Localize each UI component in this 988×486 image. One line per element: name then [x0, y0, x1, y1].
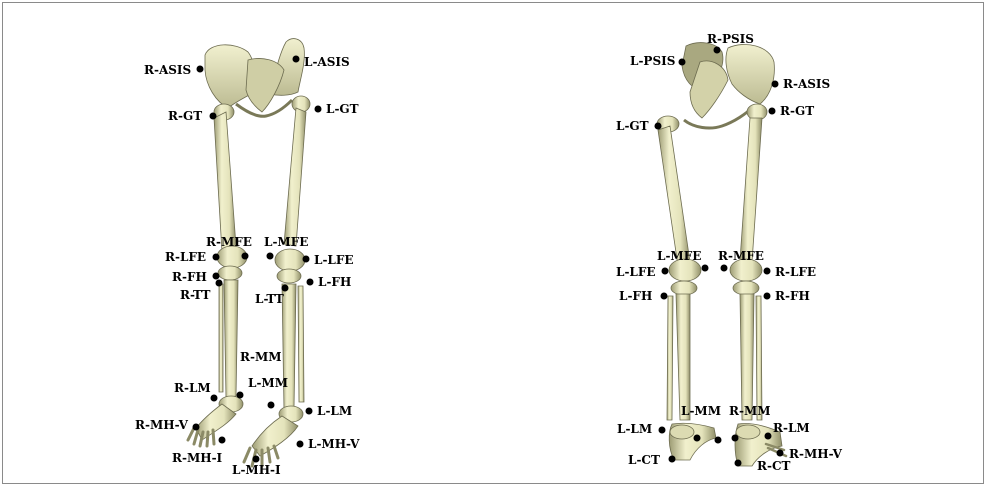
marker-l-mfe	[267, 253, 274, 260]
label-l-lfe-posterior: L-LFE	[616, 265, 656, 279]
label-l-ct-posterior: L-CT	[628, 453, 660, 467]
label-l-mfe: L-MFE	[264, 235, 308, 249]
posterior-right-tibia	[740, 294, 754, 420]
marker-l-mfe-posterior	[702, 265, 709, 272]
posterior-left-fibula	[667, 296, 673, 420]
label-r-psis: R-PSIS	[707, 32, 754, 46]
marker-r-lfe-posterior	[764, 268, 771, 275]
marker-l-mh-i	[253, 456, 260, 463]
marker-l-lm	[306, 408, 313, 415]
label-l-mh-v: L-MH-V	[308, 437, 359, 451]
marker-l-mm	[268, 402, 275, 409]
marker-l-fh-posterior	[661, 293, 668, 300]
marker-l-psis	[679, 59, 686, 66]
anterior-right-fibula	[219, 284, 223, 392]
anterior-left-tibia	[282, 284, 296, 410]
anterior-left-fibula	[298, 286, 304, 402]
label-l-mfe-posterior: L-MFE	[657, 249, 701, 263]
marker-r-ct-posterior	[735, 460, 742, 467]
marker-r-fh	[213, 273, 220, 280]
label-r-mh-i: R-MH-I	[172, 451, 222, 465]
label-l-asis: L-ASIS	[304, 55, 350, 69]
posterior-left-tibia	[676, 294, 690, 420]
posterior-left-foot	[669, 423, 716, 460]
label-r-gt: R-GT	[168, 109, 202, 123]
label-l-mm-posterior: L-MM	[681, 404, 721, 418]
marker-r-mfe	[242, 253, 249, 260]
label-l-lm: L-LM	[317, 404, 352, 418]
marker-l-asis	[293, 56, 300, 63]
marker-r-lm	[211, 395, 218, 402]
label-r-mh-v-posterior: R-MH-V	[789, 447, 842, 461]
label-r-lm: R-LM	[174, 381, 211, 395]
label-r-gt-posterior: R-GT	[780, 104, 814, 118]
marker-r-mm	[237, 392, 244, 399]
marker-r-psis	[714, 47, 721, 54]
marker-l-mh-v	[297, 441, 304, 448]
label-r-fh-posterior: R-FH	[775, 289, 810, 303]
label-l-tt: L-TT	[255, 292, 284, 306]
label-r-mm-posterior: R-MM	[729, 404, 771, 418]
anterior-right-femur	[214, 112, 236, 252]
label-r-lm-posterior: R-LM	[773, 421, 810, 435]
label-r-mm: R-MM	[240, 350, 282, 364]
label-l-gt-posterior: L-GT	[616, 119, 649, 133]
posterior-right-fibula	[756, 296, 762, 420]
label-l-fh: L-FH	[318, 275, 351, 289]
anterior-right-tibia	[224, 280, 238, 398]
label-r-lfe-posterior: R-LFE	[775, 265, 816, 279]
marker-r-tt	[216, 280, 223, 287]
label-r-mfe: R-MFE	[206, 235, 252, 249]
marker-l-tt	[282, 285, 289, 292]
label-r-tt: R-TT	[180, 288, 210, 302]
marker-r-asis	[197, 66, 204, 73]
label-l-mm: L-MM	[248, 376, 288, 390]
marker-l-lfe	[303, 256, 310, 263]
marker-l-mm-posterior	[694, 435, 701, 442]
label-l-psis: L-PSIS	[630, 54, 675, 68]
marker-l-ct-posterior	[669, 456, 676, 463]
posterior-left-femur	[658, 126, 690, 266]
label-l-gt: L-GT	[326, 102, 359, 116]
marker-r-asis-posterior	[772, 81, 779, 88]
label-l-mh-i: L-MH-I	[232, 463, 281, 477]
marker-r-mh-i	[219, 437, 226, 444]
label-r-mh-v: R-MH-V	[135, 418, 188, 432]
marker-l-lfe-posterior	[662, 268, 669, 275]
marker-r-gt	[210, 113, 217, 120]
marker-r-mh-v	[193, 424, 200, 431]
marker-r-lm-posterior	[765, 433, 772, 440]
anterior-left-femur	[284, 108, 306, 246]
label-r-mfe-posterior: R-MFE	[718, 249, 764, 263]
marker-r-mfe-posterior	[721, 265, 728, 272]
marker-l-toe-posterior	[715, 437, 722, 444]
marker-l-gt	[315, 106, 322, 113]
label-r-asis-posterior: R-ASIS	[783, 77, 830, 91]
anterior-left-knee	[275, 249, 305, 271]
marker-r-fh-posterior	[764, 293, 771, 300]
marker-r-gt-posterior	[769, 108, 776, 115]
label-r-ct-posterior: R-CT	[757, 459, 790, 473]
marker-l-lm-posterior	[659, 427, 666, 434]
posterior-right-femur	[740, 118, 762, 262]
marker-r-lfe	[213, 254, 220, 261]
marker-r-mm-posterior	[732, 435, 739, 442]
label-r-asis: R-ASIS	[144, 63, 191, 77]
label-l-fh-posterior: L-FH	[619, 289, 652, 303]
anterior-pelvis	[205, 39, 310, 120]
label-r-lfe: R-LFE	[165, 250, 206, 264]
marker-l-fh	[307, 279, 314, 286]
label-l-lm-posterior: L-LM	[617, 422, 652, 436]
marker-l-gt-posterior	[655, 123, 662, 130]
label-r-fh: R-FH	[172, 270, 207, 284]
marker-r-mh-v-posterior	[777, 450, 784, 457]
label-l-lfe: L-LFE	[314, 253, 354, 267]
anterior-skeleton	[188, 39, 310, 466]
